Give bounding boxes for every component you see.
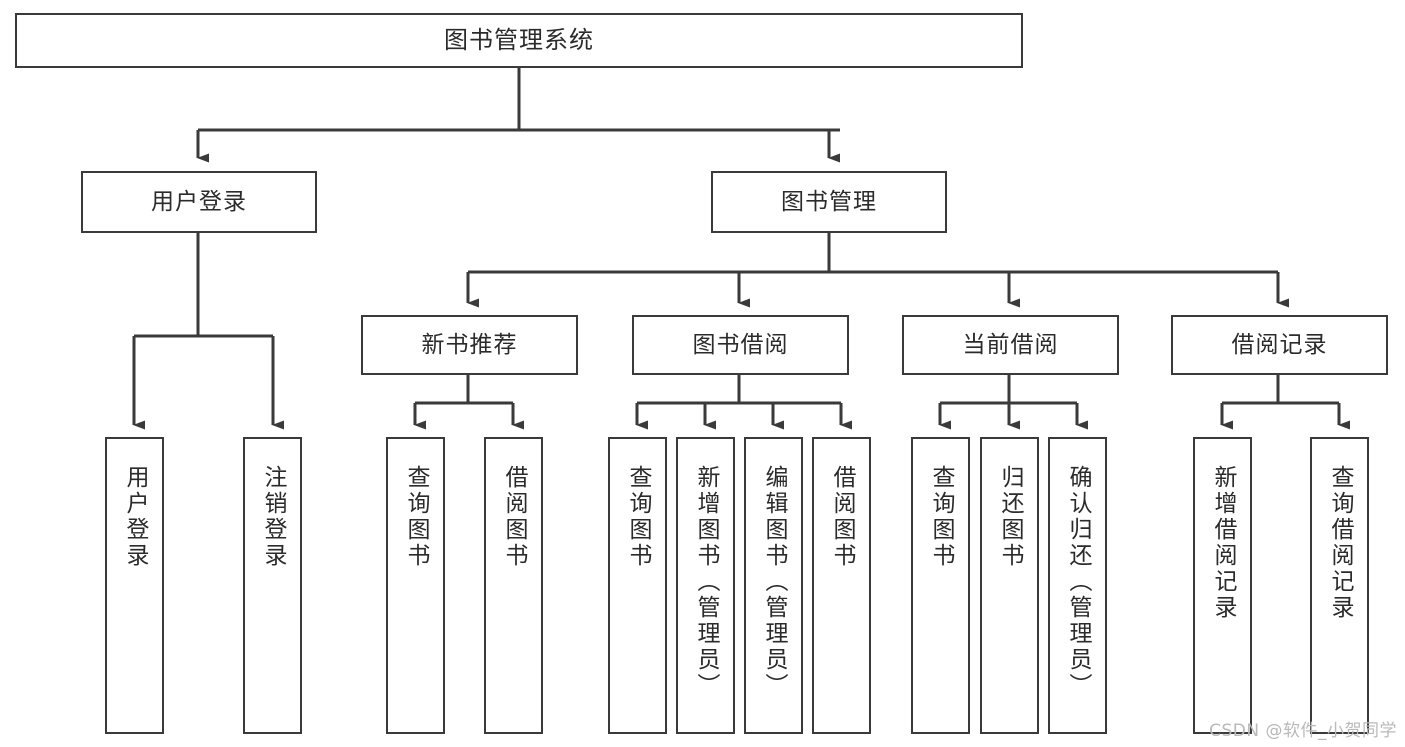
leaf-query-borrow-record[interactable]: 查询借阅记录 <box>1310 437 1369 734</box>
leaf-add-book-admin[interactable]: 新增图书（管理员） <box>676 437 735 734</box>
leaf-user-login[interactable]: 用户登录 <box>105 437 164 734</box>
node-user-login[interactable]: 用户登录 <box>81 171 317 233</box>
node-label: 注销登录 <box>260 465 286 569</box>
node-label: 查询图书 <box>403 465 429 569</box>
node-label: 查询图书 <box>625 465 651 569</box>
node-book-management[interactable]: 图书管理 <box>711 171 947 233</box>
node-label: 用户登录 <box>151 188 247 215</box>
node-label: 查询借阅记录 <box>1327 465 1353 621</box>
leaf-query-book-borrow[interactable]: 查询图书 <box>608 437 667 734</box>
leaf-return-book[interactable]: 归还图书 <box>980 437 1039 734</box>
node-label: 图书管理 <box>781 188 877 215</box>
leaf-edit-book-admin[interactable]: 编辑图书（管理员） <box>744 437 803 734</box>
node-label: 归还图书 <box>997 465 1023 569</box>
leaf-confirm-return-admin[interactable]: 确认归还（管理员） <box>1048 437 1107 734</box>
node-label: 新书推荐 <box>421 331 518 358</box>
node-label: 图书借阅 <box>692 331 789 358</box>
node-book-borrow[interactable]: 图书借阅 <box>632 315 849 375</box>
node-current-borrow[interactable]: 当前借阅 <box>902 315 1119 375</box>
node-label: 当前借阅 <box>962 331 1059 358</box>
leaf-borrow-book-recommend[interactable]: 借阅图书 <box>484 437 543 734</box>
node-new-book-recommend[interactable]: 新书推荐 <box>361 315 578 375</box>
node-root-system[interactable]: 图书管理系统 <box>15 13 1023 68</box>
node-label: 借阅记录 <box>1231 331 1328 358</box>
leaf-add-borrow-record[interactable]: 新增借阅记录 <box>1193 437 1252 734</box>
node-label: 确认归还（管理员） <box>1065 465 1091 699</box>
node-label: 用户登录 <box>122 465 148 569</box>
leaf-borrow-book[interactable]: 借阅图书 <box>812 437 871 734</box>
leaf-logout[interactable]: 注销登录 <box>243 437 302 734</box>
leaf-query-book-current[interactable]: 查询图书 <box>911 437 970 734</box>
node-label: 查询图书 <box>928 465 954 569</box>
leaf-query-book-recommend[interactable]: 查询图书 <box>386 437 445 734</box>
node-label: 新增借阅记录 <box>1210 465 1236 621</box>
node-label: 图书管理系统 <box>444 25 594 54</box>
node-label: 借阅图书 <box>829 465 855 569</box>
node-label: 新增图书（管理员） <box>693 465 719 699</box>
node-label: 借阅图书 <box>501 465 527 569</box>
node-label: 编辑图书（管理员） <box>761 465 787 699</box>
node-borrow-record[interactable]: 借阅记录 <box>1171 315 1388 375</box>
